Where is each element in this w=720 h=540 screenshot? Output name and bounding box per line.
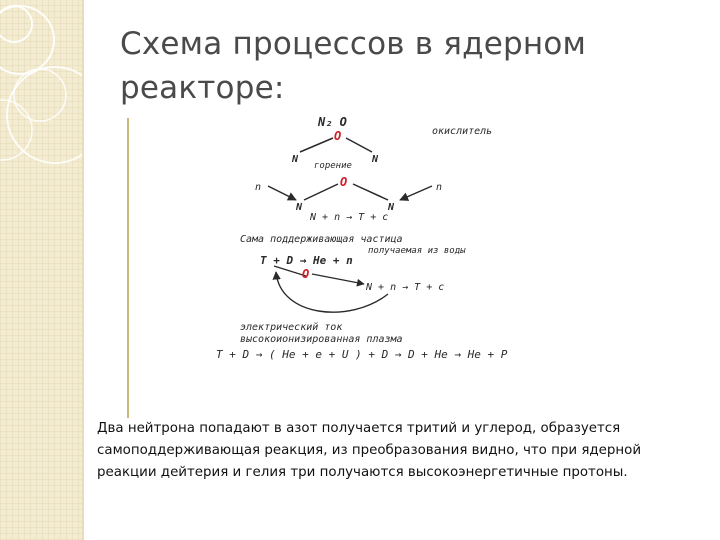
plasma-label: высокоионизированная плазма — [240, 334, 403, 345]
slide-title: Схема процессов в ядерном реакторе: — [120, 22, 680, 110]
neutron-right: n — [436, 182, 442, 193]
self-sustaining-label: Сама поддерживающая частица — [240, 234, 403, 245]
bond-left-mid — [303, 183, 339, 201]
slide-body-text: Два нейтрона попадают в азот получается … — [97, 421, 642, 480]
oxygen-lower: O — [302, 267, 309, 281]
accent-line — [127, 118, 129, 418]
link-arrow-1 — [273, 265, 307, 277]
decorative-sidebar — [0, 0, 82, 540]
current-label: электрический ток — [240, 321, 343, 333]
reactor-process-diagram: N₂ O окислитель O N N горение n n O N N … — [216, 115, 508, 361]
bond-left-top — [299, 137, 334, 153]
feedback-loop-arrow — [272, 271, 389, 313]
equation-top: N + n → T + c — [309, 212, 388, 223]
oxidizer-label: окислитель — [432, 126, 492, 137]
combustion-label: горение — [314, 161, 352, 171]
n2o-label: N₂ O — [317, 115, 347, 129]
neutron-right-arrow — [399, 185, 433, 201]
oxygen-top: O — [334, 129, 341, 143]
nitrogen-right-top: N — [371, 154, 379, 165]
oxygen-middle: O — [340, 175, 347, 189]
bond-right-mid — [352, 183, 389, 201]
equation-t-d: T + D → He + n — [260, 254, 353, 267]
equation-lower: N + n → T + c — [365, 282, 444, 293]
title-line-2: реакторе: — [120, 70, 285, 106]
oxygen-lower-arrow — [311, 273, 365, 287]
sidebar-circles-decoration — [0, 5, 82, 164]
nitrogen-left-top: N — [291, 154, 299, 165]
bond-right-top — [345, 137, 373, 153]
neutron-left-arrow — [267, 185, 297, 201]
equation-bottom: T + D → ( He + e + U ) + D → D + He → He… — [216, 348, 508, 361]
nitrogen-right-mid: N — [387, 202, 395, 213]
title-line-1: Схема процессов в ядерном — [120, 26, 587, 62]
sidebar-edge — [82, 0, 84, 540]
neutron-left: n — [255, 182, 261, 193]
nitrogen-left-mid: N — [295, 202, 303, 213]
from-water-label: получаемая из воды — [368, 246, 466, 256]
